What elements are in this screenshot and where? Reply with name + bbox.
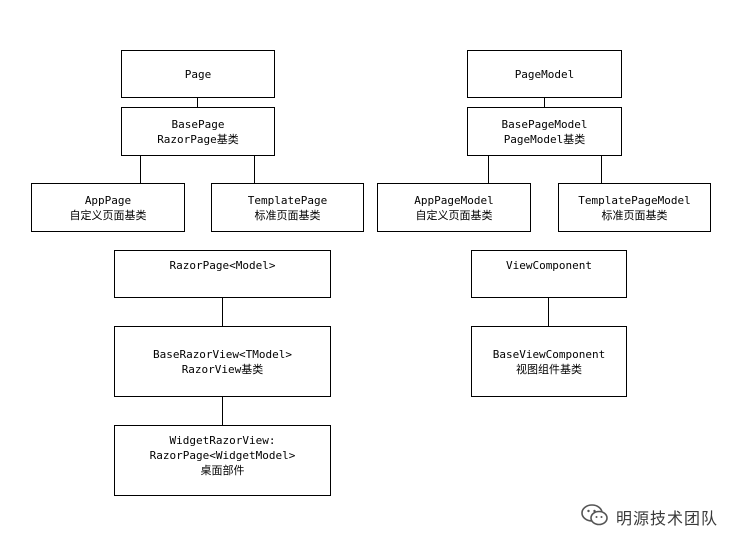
- base-razor-view-node-line-2: RazorView基类: [181, 362, 264, 376]
- connector-basepagemodel-templatepagemodel: [601, 155, 602, 183]
- base-view-component-node: BaseViewComponent 视图组件基类: [471, 326, 627, 397]
- template-page-model-node: TemplatePageModel 标准页面基类: [558, 183, 711, 232]
- widget-razor-view-node-line-2: RazorPage<WidgetModel>: [149, 449, 296, 462]
- widget-razor-view-node: WidgetRazorView: RazorPage<WidgetModel> …: [114, 425, 331, 496]
- app-page-node-line-2: 自定义页面基类: [69, 208, 147, 222]
- widget-razor-view-node-line-1: WidgetRazorView:: [169, 434, 276, 447]
- template-page-model-node-line-2: 标准页面基类: [601, 208, 668, 222]
- connector-razorpage-baserazorview: [222, 297, 223, 326]
- page-model-node: PageModel: [467, 50, 622, 98]
- view-component-node-line-1: ViewComponent: [505, 259, 593, 272]
- wechat-icon: [580, 502, 610, 532]
- connector-baserazorview-widgetrazorview: [222, 396, 223, 425]
- watermark: 明源技术团队: [580, 502, 718, 532]
- app-page-model-node-line-2: 自定义页面基类: [415, 208, 493, 222]
- base-page-node: BasePage RazorPage基类: [121, 107, 275, 156]
- base-page-node-line-2: RazorPage基类: [157, 132, 239, 146]
- view-component-node: ViewComponent: [471, 250, 627, 298]
- razor-page-model-node: RazorPage<Model>: [114, 250, 331, 298]
- page-node-line-1: Page: [184, 67, 212, 81]
- widget-razor-view-node-line-3: 桌面部件: [200, 464, 245, 477]
- watermark-text: 明源技术团队: [615, 509, 718, 528]
- base-page-model-node-line-2: PageModel基类: [503, 132, 586, 146]
- app-page-model-node: AppPageModel 自定义页面基类: [377, 183, 531, 232]
- connector-basepage-templatepage: [254, 155, 255, 183]
- base-razor-view-node: BaseRazorView<TModel> RazorView基类: [114, 326, 331, 397]
- template-page-node: TemplatePage 标准页面基类: [211, 183, 364, 232]
- base-page-node-line-1: BasePage: [171, 117, 225, 131]
- razor-page-model-node-line-1: RazorPage<Model>: [169, 259, 276, 272]
- connector-pagemodel-basepagemodel: [544, 97, 545, 107]
- page-node: Page: [121, 50, 275, 98]
- connector-basepagemodel-apppagemodel: [488, 155, 489, 183]
- connector-basepage-apppage: [140, 155, 141, 183]
- base-page-model-node-line-1: BasePageModel: [501, 117, 588, 131]
- base-page-model-node: BasePageModel PageModel基类: [467, 107, 622, 156]
- page-model-node-line-1: PageModel: [514, 67, 575, 81]
- app-page-node: AppPage 自定义页面基类: [31, 183, 185, 232]
- template-page-node-line-1: TemplatePage: [247, 193, 328, 207]
- base-view-component-node-line-2: 视图组件基类: [516, 362, 582, 376]
- template-page-node-line-2: 标准页面基类: [254, 208, 321, 222]
- connector-viewcomponent-baseviewcomponent: [548, 297, 549, 326]
- app-page-node-line-1: AppPage: [84, 193, 132, 207]
- base-view-component-node-line-1: BaseViewComponent: [492, 347, 606, 361]
- app-page-model-node-line-1: AppPageModel: [414, 193, 494, 207]
- connector-page-basepage: [197, 97, 198, 107]
- template-page-model-node-line-1: TemplatePageModel: [578, 193, 691, 207]
- base-razor-view-node-line-1: BaseRazorView<TModel>: [152, 347, 293, 361]
